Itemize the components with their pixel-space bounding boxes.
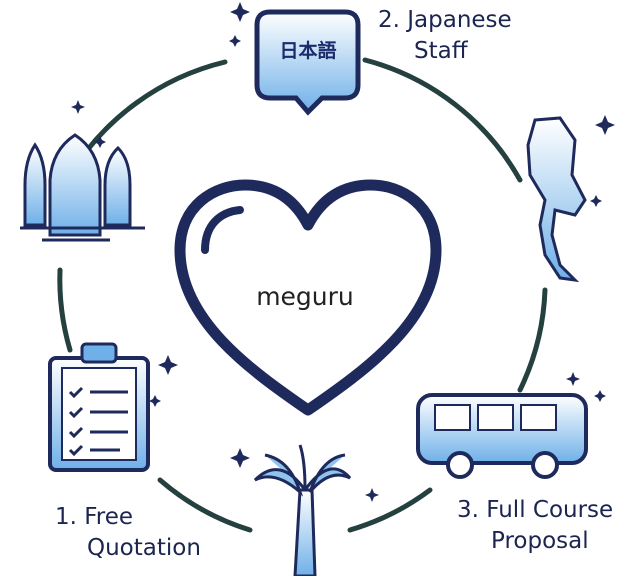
step-3-line1: 3. Full Course (457, 497, 614, 523)
step-1-label: 1. Free Quotation (55, 502, 201, 564)
step-3-line2: Proposal (491, 528, 589, 554)
bus-icon (416, 393, 588, 479)
heart-icon (174, 179, 442, 416)
center-label: meguru (256, 282, 354, 311)
bubble-text: 日本語 (279, 40, 337, 62)
step-1-line1: 1. Free (55, 504, 134, 530)
step-2-line1: 2. Japanese (378, 7, 512, 33)
speech-bubble-icon (254, 9, 361, 116)
temple-icon (20, 133, 145, 242)
thailand-map-icon (526, 116, 587, 283)
step-2-line2: Staff (414, 38, 468, 64)
step-3-label: 3. Full Course Proposal (457, 495, 613, 557)
palm-tree-icon (253, 444, 352, 576)
step-2-label: 2. Japanese Staff (378, 5, 512, 67)
clipboard-icon (48, 342, 150, 472)
sparkle-icons (71, 2, 615, 502)
step-1-line2: Quotation (87, 535, 201, 561)
